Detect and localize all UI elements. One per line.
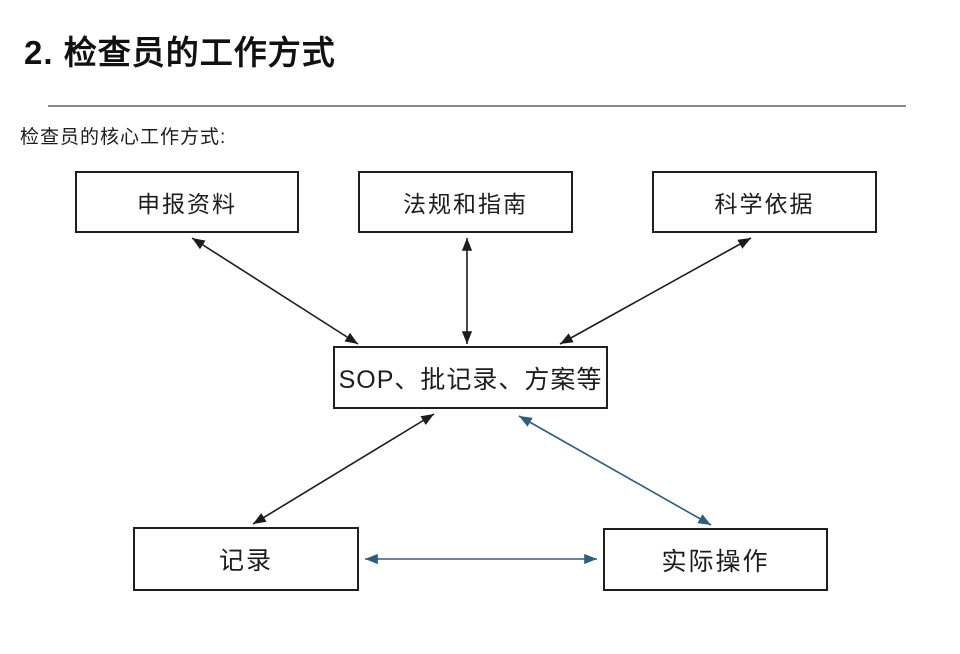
node-scientific-basis: 科学依据 (652, 171, 877, 233)
node-label: 记录 (218, 547, 273, 575)
slide-subtitle: 检查员的核心工作方式: (20, 127, 227, 148)
node-application-materials: 申报资料 (75, 171, 299, 233)
title-divider-line (48, 105, 906, 107)
edge-application-materials-sop (191, 237, 359, 345)
slide-title: 2. 检查员的工作方式 (24, 34, 336, 71)
node-label: SOP、批记录、方案等 (338, 365, 603, 394)
node-label: 实际操作 (661, 547, 770, 576)
edge-sop-records (252, 413, 435, 525)
node-actual-operation: 实际操作 (603, 528, 828, 591)
node-sop-batch-records: SOP、批记录、方案等 (333, 346, 608, 409)
node-label: 科学依据 (714, 191, 815, 217)
node-label: 申报资料 (137, 191, 237, 217)
node-label: 法规和指南 (403, 191, 528, 217)
edge-sop-actual-operation (518, 415, 712, 526)
node-records: 记录 (133, 527, 359, 591)
node-regulations-guidelines: 法规和指南 (358, 171, 573, 233)
edge-scientific-basis-sop (559, 237, 752, 345)
